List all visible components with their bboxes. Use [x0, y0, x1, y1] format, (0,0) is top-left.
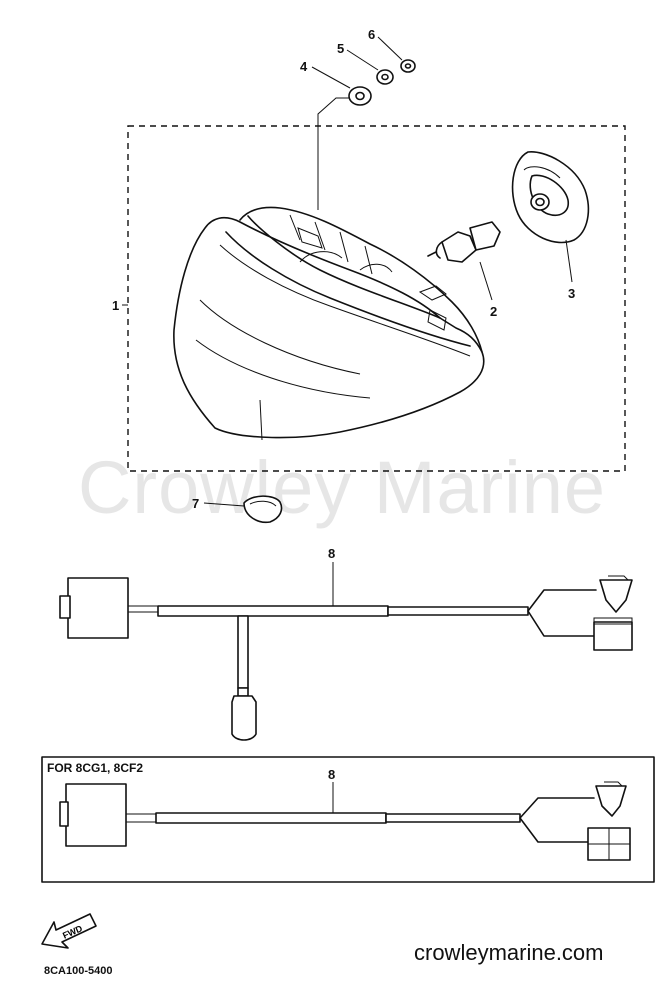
callout-8-main: 8 — [328, 546, 335, 561]
bulb-cover-part-3[interactable] — [511, 151, 590, 244]
variant-box — [41, 756, 655, 883]
wire-harness-variant[interactable] — [59, 781, 631, 861]
callout-5: 5 — [337, 41, 344, 56]
callout-1: 1 — [112, 298, 119, 313]
headlight-assembly[interactable] — [173, 206, 485, 441]
callout-6: 6 — [368, 27, 375, 42]
callout-2: 2 — [490, 304, 497, 319]
bulb-part-2[interactable] — [427, 221, 501, 263]
collar-part-5[interactable] — [376, 69, 394, 85]
diagram-code: 8CA100-5400 — [44, 965, 113, 977]
plug-part-7[interactable] — [243, 495, 283, 524]
callout-7: 7 — [192, 496, 199, 511]
wire-harness-main[interactable] — [59, 575, 633, 741]
site-url-link[interactable]: crowleymarine.com — [414, 940, 604, 965]
grommet-part-4[interactable] — [348, 86, 372, 106]
fwd-arrow-icon: FWD — [41, 913, 97, 949]
callout-4: 4 — [300, 59, 308, 74]
callout-8-variant: 8 — [328, 767, 335, 782]
nut-part-6[interactable] — [400, 59, 416, 73]
assembly-boundary — [127, 125, 626, 472]
callout-3: 3 — [568, 286, 575, 301]
variant-label: FOR 8CG1, 8CF2 — [47, 761, 144, 775]
